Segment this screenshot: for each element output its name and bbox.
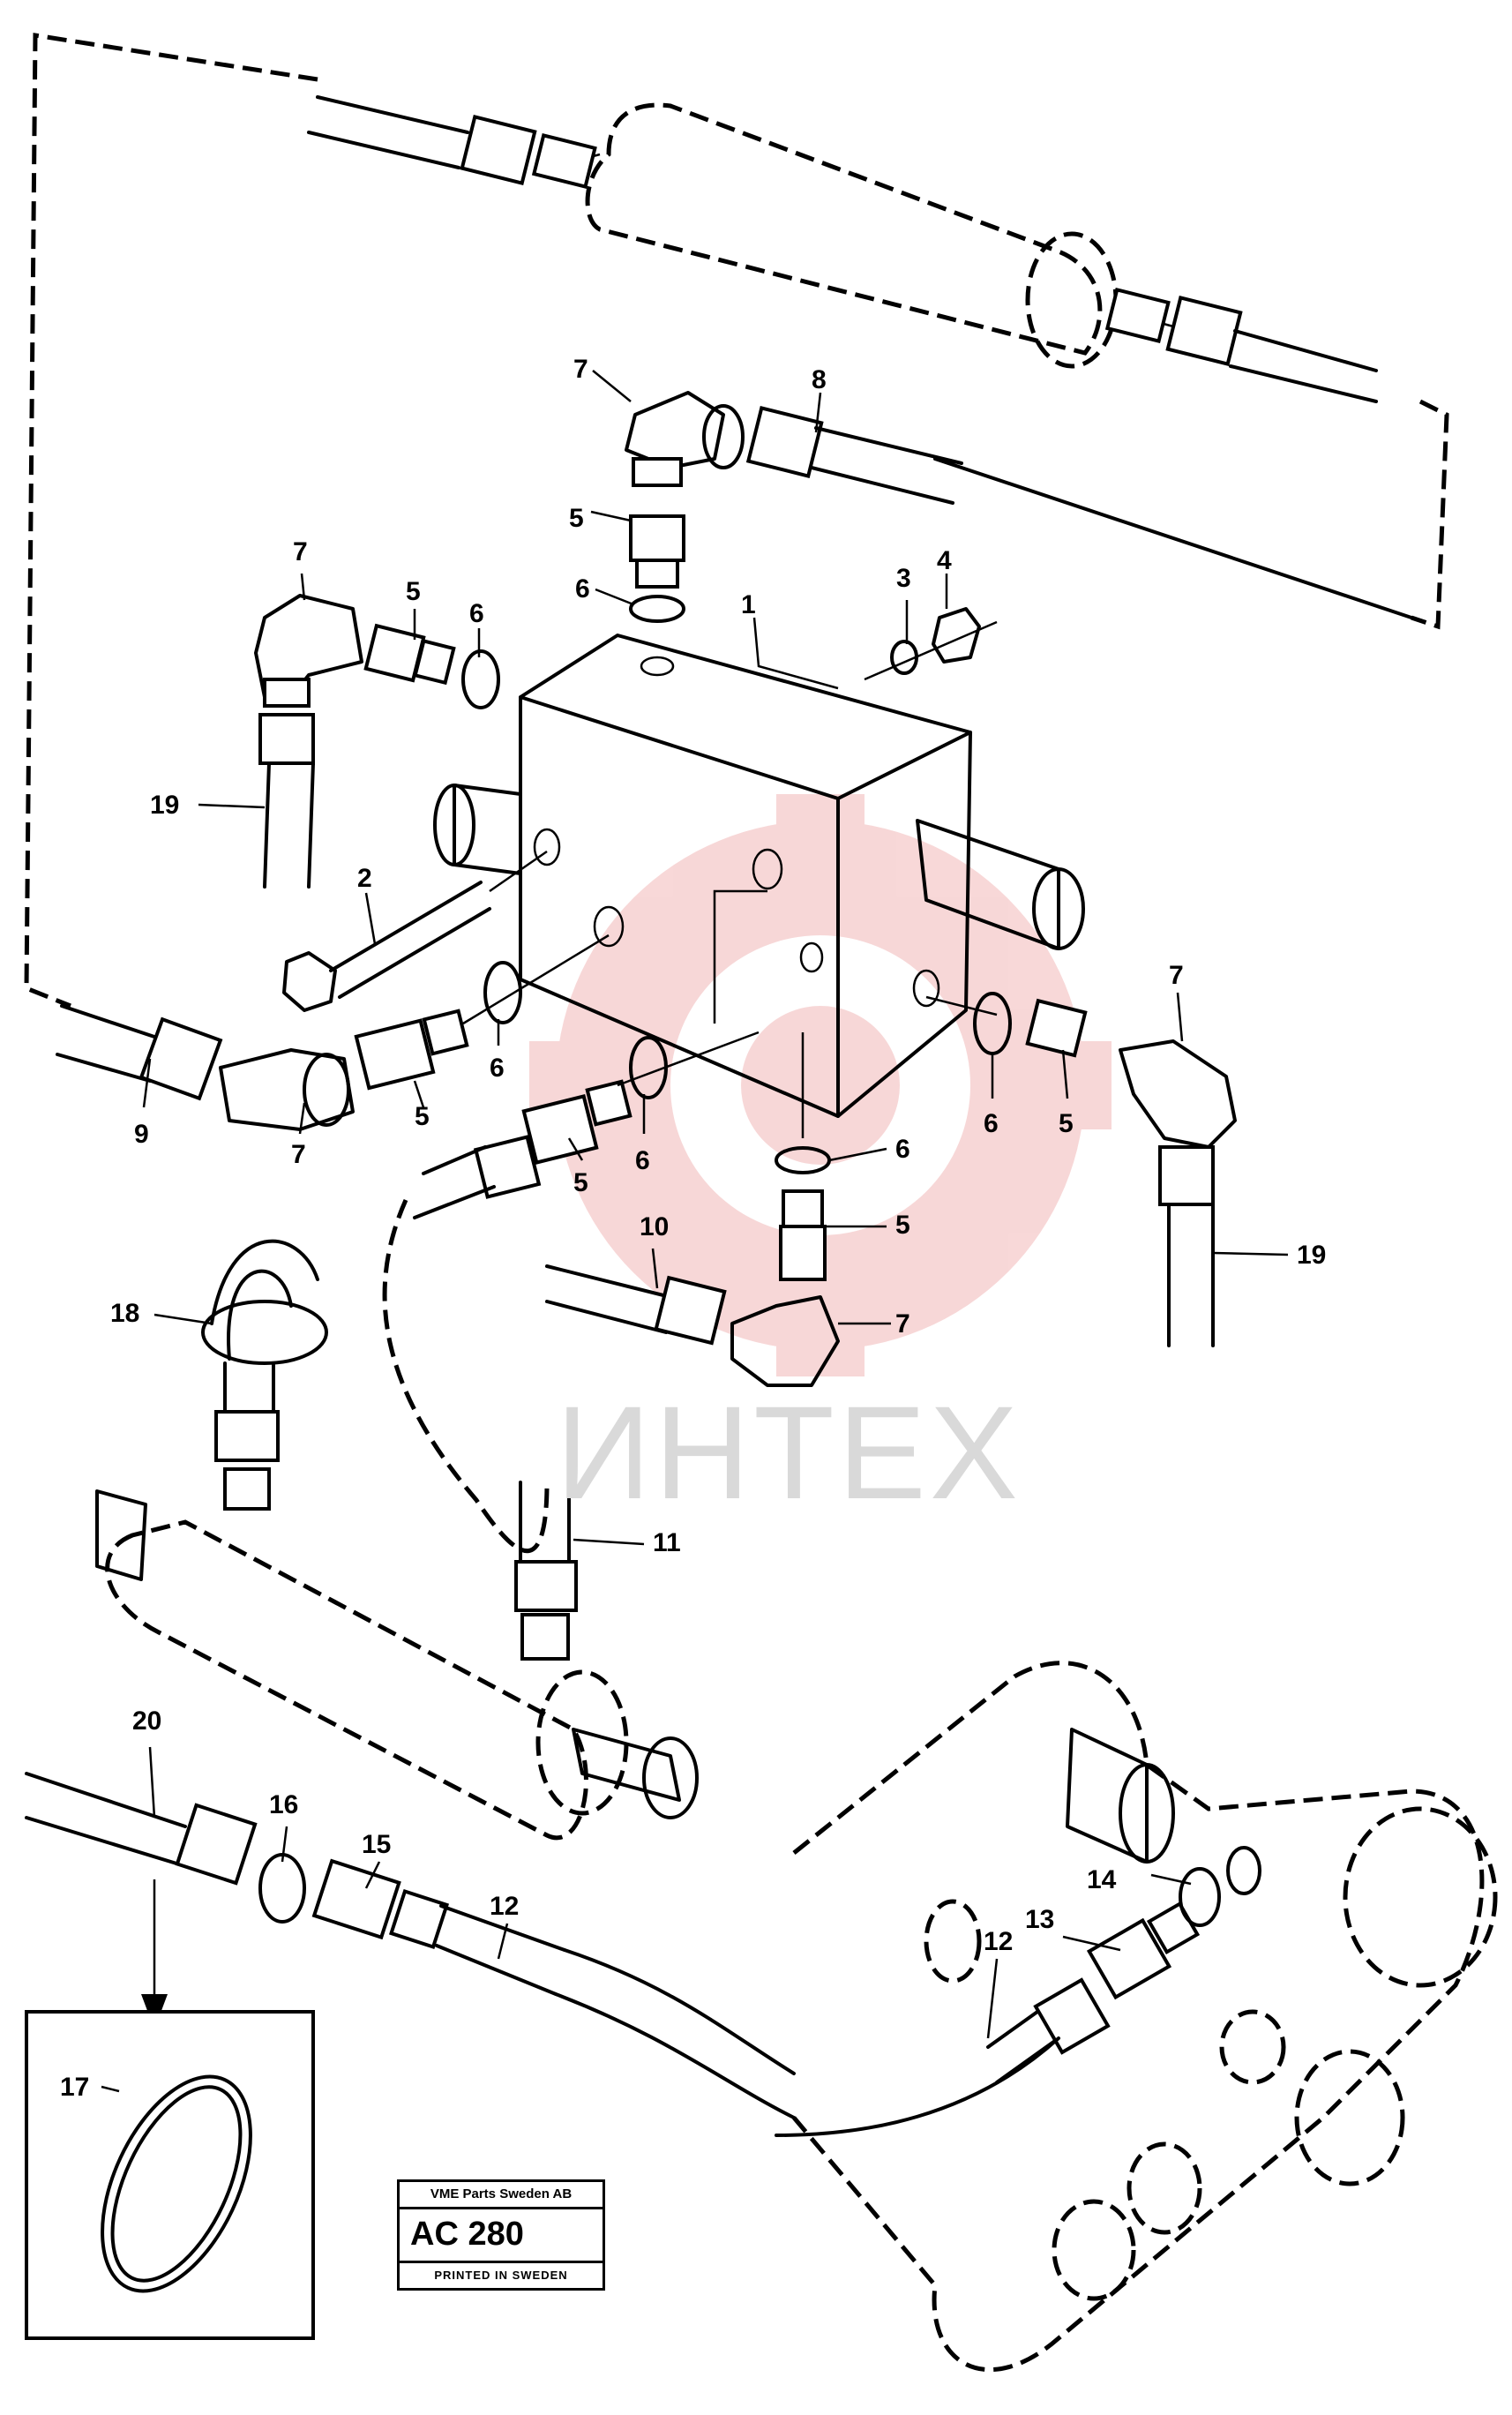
callout-19-left: 19: [150, 791, 179, 820]
callout-6-lower-left: 6: [490, 1054, 505, 1083]
callout-10: 10: [640, 1212, 669, 1241]
leader-lines: [101, 370, 1289, 2093]
frame-link-outline: [792, 1661, 1498, 2373]
callout-7-bottom: 7: [895, 1309, 910, 1339]
callout-14: 14: [1087, 1865, 1117, 1894]
bolt-2: [282, 850, 548, 1012]
callout-13: 13: [1025, 1905, 1054, 1934]
bottom-right-fittings: [775, 1867, 1221, 2137]
callout-7-top: 7: [573, 355, 588, 384]
callout-1: 1: [741, 590, 756, 619]
callout-5-center: 5: [573, 1168, 588, 1197]
top-center-fittings: [625, 391, 745, 623]
callout-6-upper-left: 6: [469, 599, 484, 628]
clamp-18-hose: [201, 1239, 328, 1511]
callout-7-right: 7: [1169, 961, 1184, 990]
top-cylinder-outline: [533, 102, 1174, 369]
washer-3-nut-4: [864, 607, 998, 681]
callout-6-top: 6: [575, 574, 590, 604]
lower-cylinder-outline: [95, 1489, 699, 1841]
hose-10-elbow-7: [545, 1032, 840, 1387]
document-stamp: VME Parts Sweden AB AC 280 PRINTED IN SW…: [397, 2179, 605, 2291]
right-fittings: [925, 992, 1237, 1347]
watermark-text: ИНТЕХ: [556, 1378, 1022, 1526]
stamp-company: VME Parts Sweden AB: [400, 2182, 603, 2209]
stamp-printed: PRINTED IN SWEDEN: [434, 2269, 568, 2282]
callout-6-right: 6: [984, 1109, 999, 1138]
callout-5-top: 5: [569, 504, 584, 533]
callout-19-right: 19: [1297, 1241, 1326, 1270]
callout-4: 4: [937, 546, 952, 575]
callout-6-center: 6: [635, 1146, 650, 1175]
callout-5-lower-left: 5: [415, 1102, 430, 1131]
upper-left-fittings: [254, 594, 500, 889]
callout-12-right: 12: [984, 1927, 1013, 1956]
top-hose-left: [307, 95, 597, 189]
stamp-code: AC 280: [400, 2207, 603, 2263]
callout-15: 15: [362, 1830, 391, 1859]
callout-8: 8: [812, 365, 827, 394]
callout-3: 3: [896, 564, 911, 593]
callout-17: 17: [60, 2073, 89, 2102]
watermark-gear-logo: [529, 794, 1112, 1376]
inset-box-17: [25, 2010, 315, 2340]
callout-11: 11: [653, 1528, 681, 1557]
callout-9: 9: [134, 1120, 149, 1149]
callout-18: 18: [110, 1299, 139, 1328]
center-bottom-fittings: [382, 1031, 760, 1553]
lower-left-fittings: [56, 934, 610, 1131]
callout-7-upper-left: 7: [293, 537, 308, 566]
callout-7-lower-left: 7: [291, 1140, 306, 1169]
callout-5-bottom: 5: [895, 1211, 910, 1240]
callout-2: 2: [357, 864, 372, 893]
hose-8: [745, 405, 1413, 619]
top-hose-right: [1104, 287, 1378, 403]
callout-16: 16: [269, 1790, 298, 1819]
callout-20: 20: [132, 1706, 161, 1736]
callout-12-left: 12: [490, 1892, 519, 1921]
callout-5-right: 5: [1059, 1109, 1074, 1138]
return-line-dashed: [24, 33, 1449, 1009]
bottom-hose-assembly: [25, 1772, 796, 2119]
fitting-11: [514, 1481, 578, 1661]
callout-6-bottom: 6: [895, 1135, 910, 1164]
callout-5-upper-left: 5: [406, 577, 421, 606]
